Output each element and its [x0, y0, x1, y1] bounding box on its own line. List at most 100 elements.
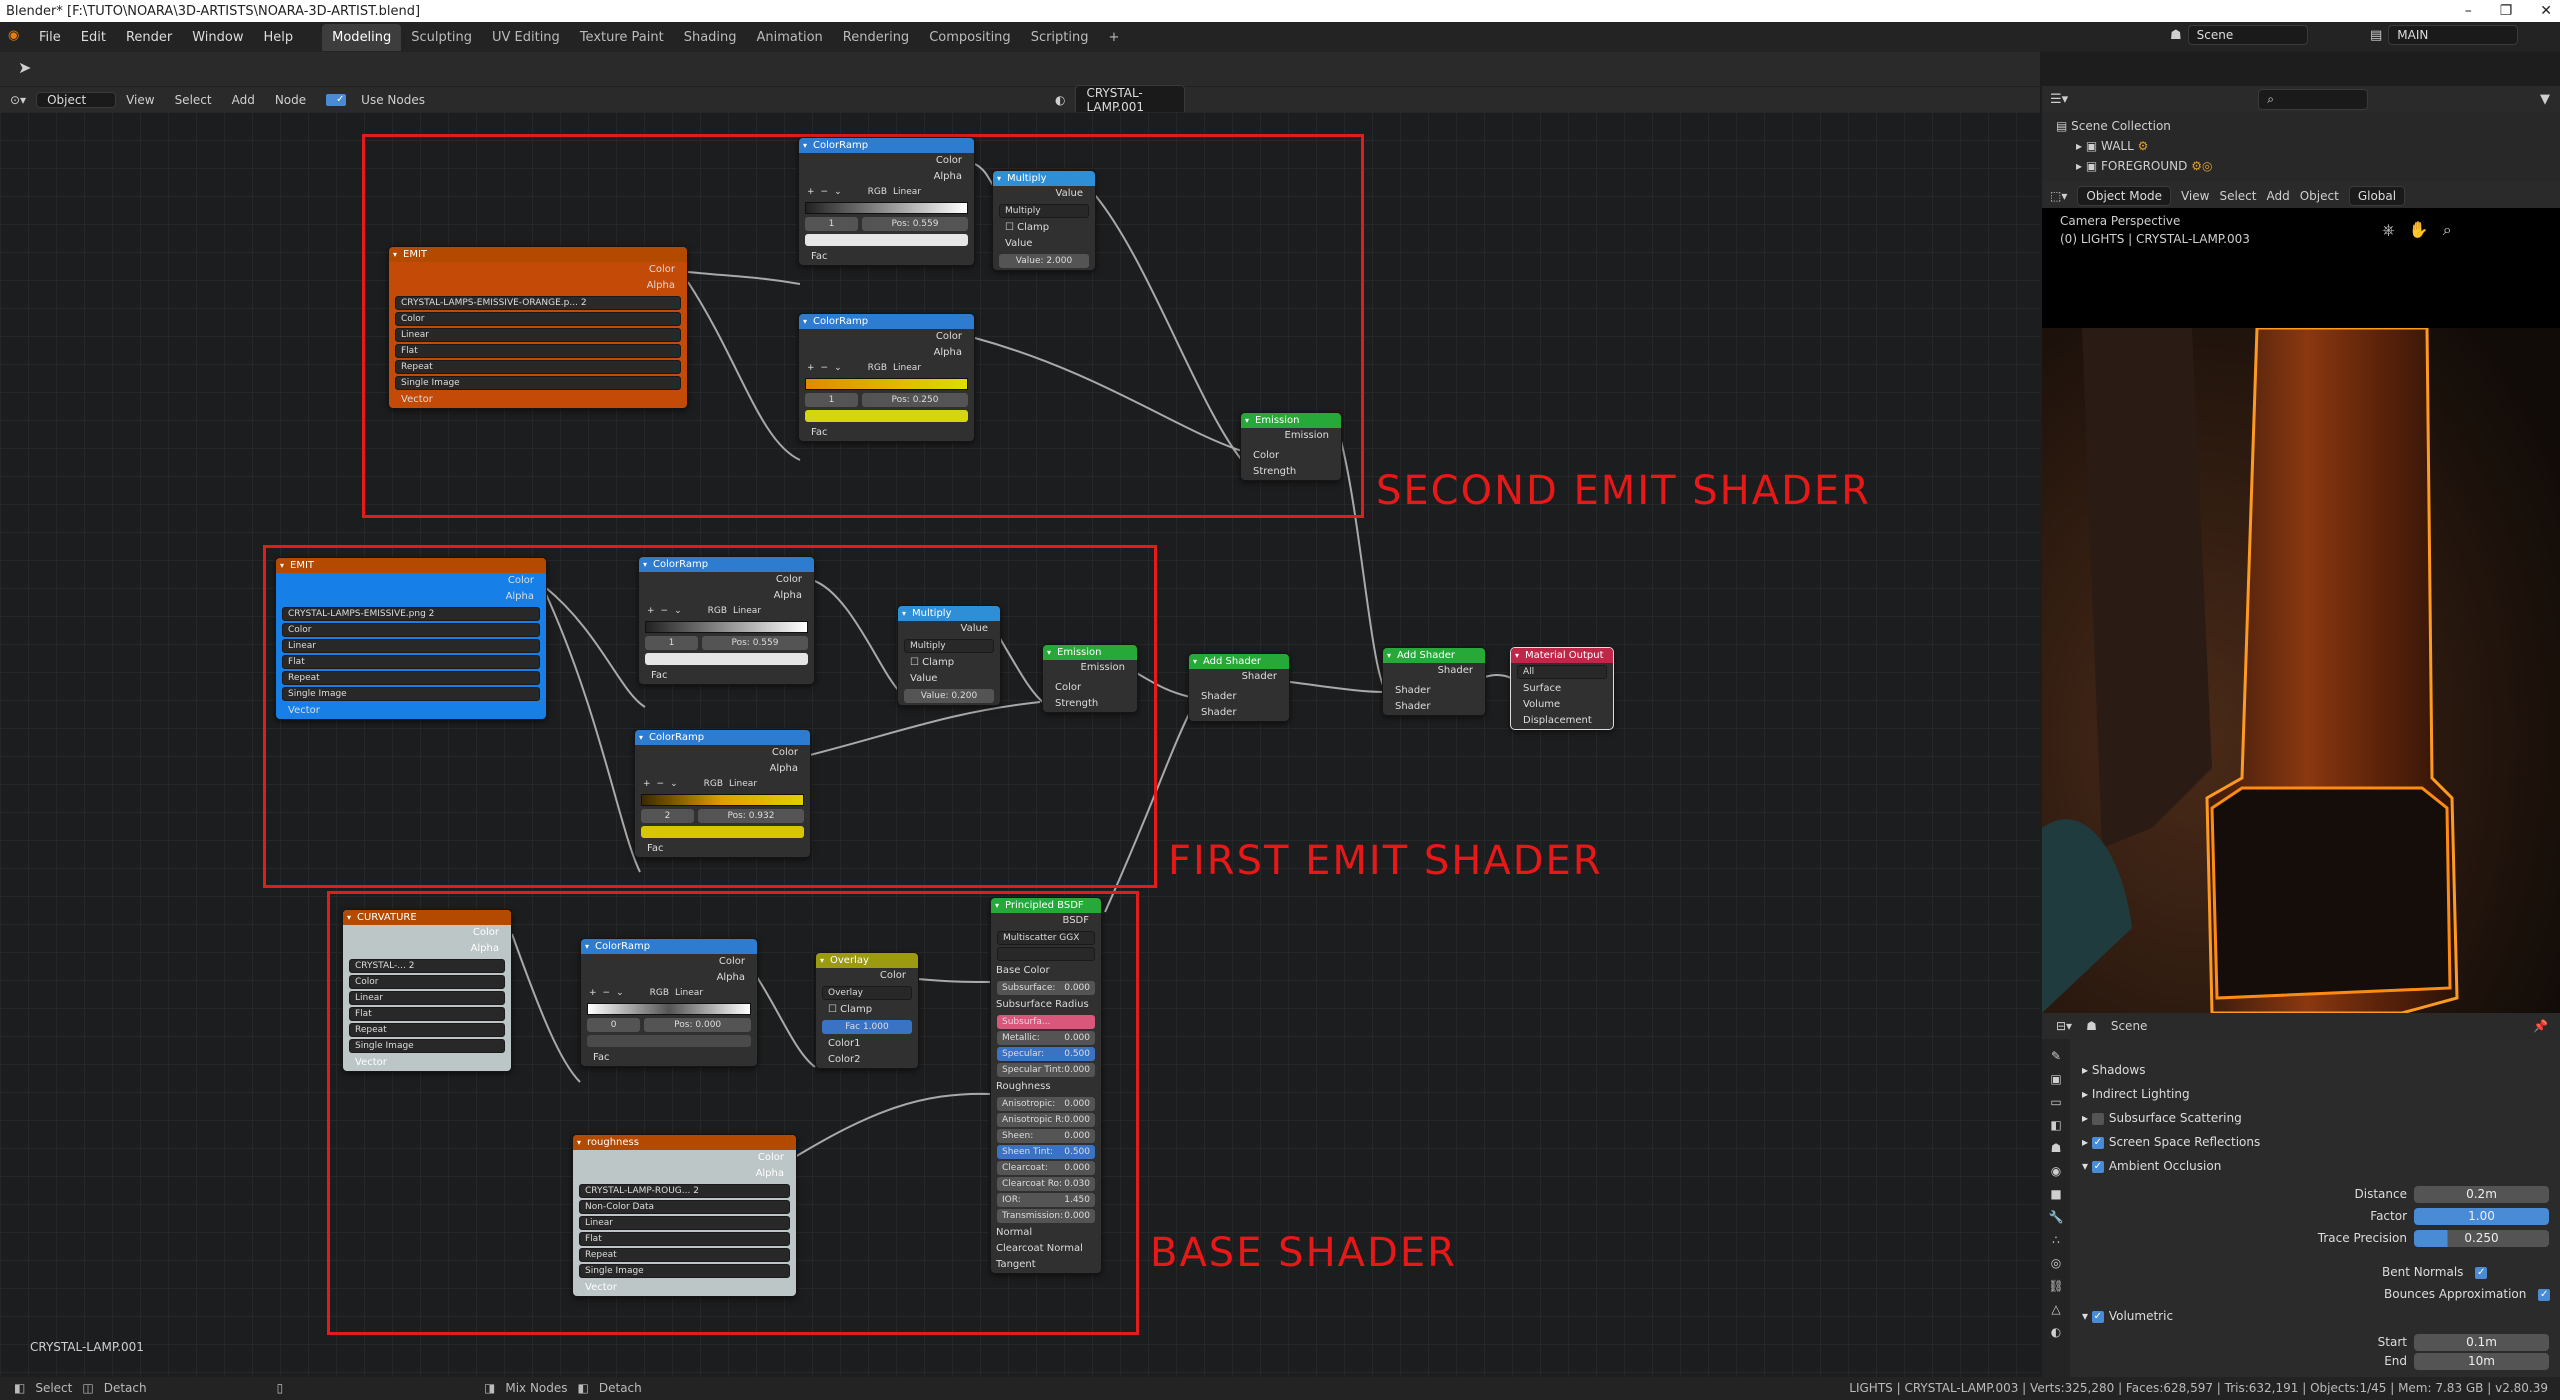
bent-normals-checkbox[interactable]: Bent Normals ✓: [2382, 1265, 2488, 1279]
color-ramp-bar[interactable]: [587, 1003, 751, 1015]
stop-index[interactable]: 1: [805, 217, 858, 231]
interpolation-dropdown[interactable]: Linear: [395, 328, 681, 342]
bsdf-input-row[interactable]: Metallic:0.000: [997, 1031, 1095, 1045]
maximize-icon[interactable]: ❐: [2499, 3, 2513, 19]
3d-viewport[interactable]: Camera Perspective (0) LIGHTS | CRYSTAL-…: [2042, 208, 2560, 1013]
section-screen-space-reflections[interactable]: ▸ ✓Screen Space Reflections: [2082, 1135, 2261, 1149]
ramp-menu-icon[interactable]: ⌄: [616, 988, 624, 998]
bsdf-input-row[interactable]: Specular Tint:0.000: [997, 1063, 1095, 1077]
distribution-dropdown[interactable]: Multiscatter GGX: [997, 931, 1095, 945]
color-space-dropdown[interactable]: Non-Color Data: [579, 1200, 790, 1214]
clamp-checkbox[interactable]: ☐ Clamp: [828, 1004, 873, 1015]
bsdf-input-row[interactable]: Specular:0.500: [997, 1047, 1095, 1061]
data-tab-icon[interactable]: △: [2051, 1302, 2061, 1316]
interpolation-dropdown[interactable]: Linear: [349, 991, 505, 1005]
section-subsurface-scattering[interactable]: ▸ Subsurface Scattering: [2082, 1111, 2242, 1125]
node-roughness[interactable]: roughness Color Alpha CRYSTAL-LAMP-ROUG.…: [572, 1134, 797, 1297]
source-dropdown[interactable]: Single Image: [349, 1039, 505, 1053]
tab-shading[interactable]: Shading: [683, 29, 737, 45]
stop-color-swatch[interactable]: [805, 234, 968, 246]
extension-dropdown[interactable]: Repeat: [282, 671, 540, 685]
section-volumetric[interactable]: ▾ ✓Volumetric: [2082, 1309, 2174, 1323]
tab-sculpting[interactable]: Sculpting: [411, 29, 472, 45]
menu-render[interactable]: Render: [125, 29, 173, 45]
projection-dropdown[interactable]: Flat: [282, 655, 540, 669]
image-selector[interactable]: CRYSTAL-LAMPS-EMISSIVE-ORANGE.p... 2: [395, 296, 681, 310]
remove-stop-icon[interactable]: −: [820, 187, 829, 197]
node-editor-canvas[interactable]: SECOND EMIT SHADER FIRST EMIT SHADER BAS…: [0, 112, 2040, 1377]
viewport-type-icon[interactable]: ⬚▾: [2050, 189, 2068, 203]
stop-color-swatch[interactable]: [805, 410, 968, 422]
ao-param-field[interactable]: 0.2m: [2414, 1186, 2549, 1203]
viewport-menu-select[interactable]: Select: [2219, 189, 2257, 203]
bsdf-input-row[interactable]: Subsurface:0.000: [997, 981, 1095, 995]
object-tab-icon[interactable]: ■: [2050, 1187, 2062, 1201]
interpolation[interactable]: Linear: [733, 606, 762, 616]
menu-window[interactable]: Window: [192, 29, 244, 45]
menu-select[interactable]: Select: [174, 92, 212, 107]
start-field[interactable]: 0.1m: [2414, 1334, 2549, 1351]
stop-index[interactable]: 1: [805, 393, 858, 407]
stop-index[interactable]: 1: [645, 636, 698, 650]
color-ramp-bar[interactable]: [641, 794, 804, 806]
node-multiply-1[interactable]: Multiply Value Multiply ☐ Clamp Value Va…: [897, 605, 1001, 706]
outliner-type-icon[interactable]: ☰▾: [2050, 91, 2069, 107]
node-emit1[interactable]: EMIT Color Alpha CRYSTAL-LAMPS-EMISSIVE.…: [275, 557, 547, 720]
color-ramp-bar[interactable]: [805, 202, 968, 214]
stop-index[interactable]: 0: [587, 1018, 641, 1032]
stop-pos[interactable]: Pos: 0.000: [644, 1018, 751, 1032]
ramp-menu-icon[interactable]: ⌄: [674, 606, 682, 616]
value-field[interactable]: Value: 2.000: [999, 254, 1089, 268]
color-ramp-bar[interactable]: [645, 621, 808, 633]
stop-pos[interactable]: Pos: 0.559: [862, 217, 968, 231]
viewport-menu-view[interactable]: View: [2180, 189, 2210, 203]
source-dropdown[interactable]: Single Image: [579, 1264, 790, 1278]
stop-pos[interactable]: Pos: 0.932: [698, 809, 804, 823]
menu-view[interactable]: View: [126, 92, 155, 107]
operation-dropdown[interactable]: Multiply: [999, 204, 1089, 218]
color-mode[interactable]: RGB: [867, 363, 888, 373]
camera-view-icon[interactable]: ⎈: [2382, 220, 2395, 239]
menu-file[interactable]: File: [39, 29, 61, 45]
interpolation[interactable]: Linear: [893, 187, 922, 197]
extension-dropdown[interactable]: Repeat: [349, 1023, 505, 1037]
minimize-icon[interactable]: –: [2464, 3, 2472, 19]
color-space-dropdown[interactable]: Color: [282, 623, 540, 637]
blender-logo-icon[interactable]: ◉: [8, 28, 20, 43]
bsdf-input-row[interactable]: Anisotropic R:0.000: [997, 1113, 1095, 1127]
close-icon[interactable]: ✕: [2540, 3, 2552, 19]
node-emission-1[interactable]: Emission Emission Color Strength: [1042, 644, 1138, 713]
image-selector[interactable]: CRYSTAL-LAMP-ROUG... 2: [579, 1184, 790, 1198]
projection-dropdown[interactable]: Flat: [395, 344, 681, 358]
clamp-checkbox[interactable]: ☐ Clamp: [1005, 222, 1050, 233]
scene-field[interactable]: Scene: [2187, 25, 2308, 45]
particles-tab-icon[interactable]: ∴: [2052, 1233, 2060, 1247]
render-tab-icon[interactable]: ▣: [2050, 1072, 2062, 1086]
color-mode[interactable]: RGB: [649, 988, 670, 998]
color-space-dropdown[interactable]: Color: [395, 312, 681, 326]
value-field[interactable]: Value: 0.200: [904, 689, 994, 703]
outliner-item-wall[interactable]: ▸ ▣ WALL ⚙: [2076, 139, 2149, 153]
bounces-approx-checkbox[interactable]: Bounces Approximation ✓: [2384, 1287, 2551, 1301]
section-shadows[interactable]: ▸ Shadows: [2082, 1063, 2146, 1077]
select-tool-icon[interactable]: ➤: [18, 58, 32, 77]
bsdf-input-row[interactable]: IOR:1.450: [997, 1193, 1095, 1207]
bsdf-input-row[interactable]: Clearcoat Ro:0.030: [997, 1177, 1095, 1191]
editor-type-icon[interactable]: ⊙▾: [10, 92, 27, 107]
blend-mode-dropdown[interactable]: Overlay: [822, 986, 912, 1000]
tab-rendering[interactable]: Rendering: [842, 29, 910, 45]
stop-pos[interactable]: Pos: 0.250: [862, 393, 968, 407]
end-field[interactable]: 10m: [2414, 1353, 2549, 1370]
modifier-tab-icon[interactable]: 🔧: [2048, 1210, 2064, 1224]
pin-icon[interactable]: 📌: [2533, 1019, 2548, 1033]
filter-icon[interactable]: ▼: [2540, 91, 2550, 107]
tab-scripting[interactable]: Scripting: [1030, 29, 1089, 45]
outliner-search-input[interactable]: ⌕: [2258, 88, 2369, 110]
node-add-shader-2[interactable]: Add Shader Shader Shader Shader: [1382, 647, 1486, 716]
color-mode[interactable]: RGB: [707, 606, 728, 616]
stop-color-swatch[interactable]: [587, 1035, 751, 1047]
ao-param-field[interactable]: 0.250: [2414, 1230, 2549, 1247]
tool-tab-icon[interactable]: ✎: [2050, 1049, 2062, 1063]
